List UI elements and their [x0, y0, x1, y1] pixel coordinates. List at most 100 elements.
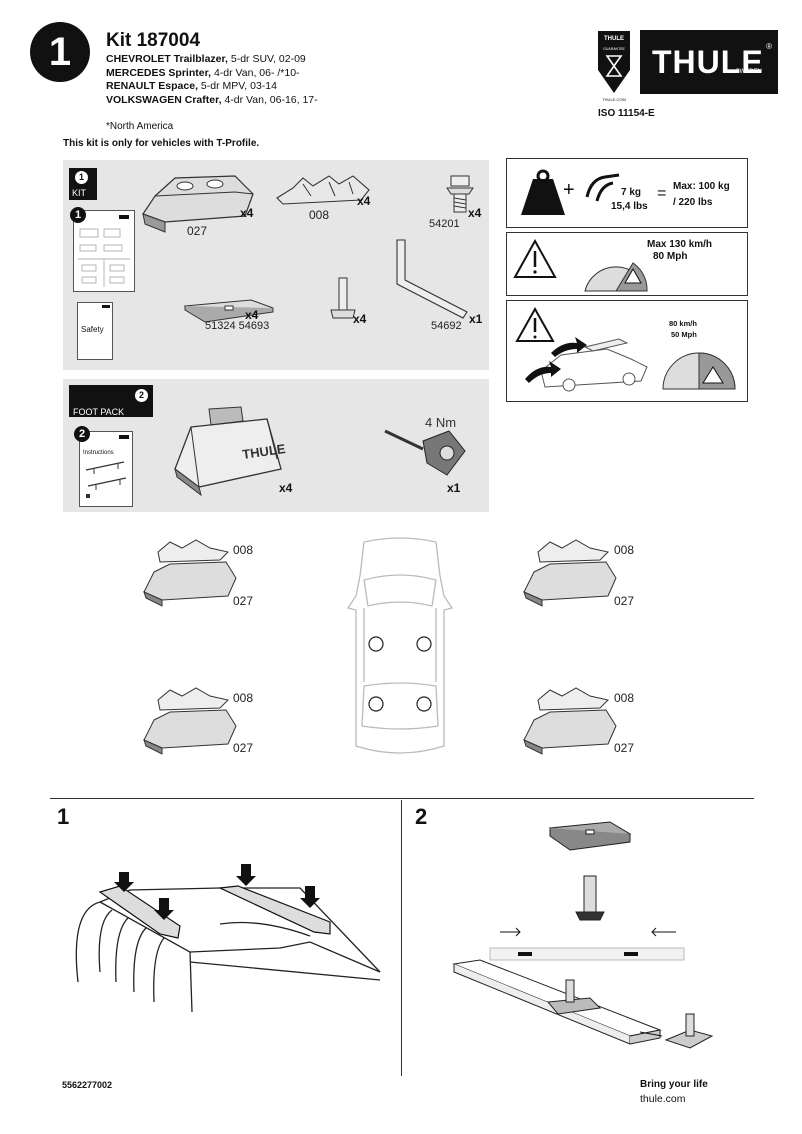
kit-panel: 1 KIT 1 Safety x4 027 x4: [63, 160, 489, 370]
part-qty: x4: [245, 308, 259, 322]
part-qty: x4: [353, 312, 367, 326]
thule-logo-text: THULE: [652, 44, 764, 80]
iso-standard: ISO 11154-E: [598, 108, 655, 119]
step-vertical-divider: [401, 800, 402, 1076]
booklet-number: 2: [74, 426, 90, 442]
allen-key-54692-icon: [396, 239, 468, 319]
key-qty: x1: [447, 481, 461, 495]
foot-027-icon: [142, 175, 254, 233]
foot-qty: x4: [279, 481, 293, 495]
torque-key-icon: [384, 429, 466, 476]
part-qty: x4: [468, 206, 482, 220]
kit-tag: 1 KIT: [69, 168, 97, 200]
warning-triangle-icon: [513, 238, 557, 278]
weight-kg: 7 kg: [621, 187, 642, 198]
step-1-number: 1: [57, 804, 70, 829]
doc-code: 5562277002: [62, 1080, 113, 1090]
thule-logo: THULE SWEDEN ®: [640, 30, 778, 94]
max-load-lbs: / 220 lbs: [673, 197, 713, 208]
footnote: *North America: [106, 121, 174, 132]
booklet-number: 1: [70, 207, 86, 223]
placement-label: 008: [614, 543, 635, 557]
step-2-number: 2: [415, 804, 428, 829]
car-top-view-icon: [346, 537, 454, 754]
safety-booklet: Safety: [77, 302, 113, 360]
registered-icon: ®: [766, 42, 772, 51]
guarantee-mid: GUARANTEE: [603, 47, 625, 51]
plate-51324-icon: [183, 299, 274, 323]
roof-bars-icon: [585, 173, 620, 202]
t-bolt-icon: [330, 277, 356, 319]
clamp-008-icon: [276, 175, 370, 205]
loaded-speed-mph: 50 Mph: [671, 330, 697, 339]
vehicle-list: CHEVROLET Trailblazer, 5-dr SUV, 02-09 M…: [106, 53, 318, 107]
placement-label: 027: [614, 741, 635, 755]
step2-t-track-illustration: [452, 821, 714, 1049]
speedometer-icon: [584, 262, 648, 292]
car-with-load-icon: [525, 337, 648, 392]
equals-icon: =: [657, 185, 667, 202]
part-qty: x1: [469, 312, 483, 326]
weight-icon: [521, 169, 565, 215]
loaded-speed-kmh: 80 km/h: [669, 319, 697, 328]
weight-lbs: 15,4 lbs: [611, 201, 648, 212]
foot-pack-tag-number: 2: [135, 389, 148, 402]
placement-label: 008: [233, 691, 254, 705]
placement-label: 008: [614, 691, 635, 705]
instructions-label: Instructions: [83, 450, 114, 456]
foot-assembly-front-left-icon: [143, 539, 237, 607]
torque-value: 4 Nm: [425, 415, 457, 430]
step1-roof-rails-illustration: [75, 864, 381, 1013]
max-load: Max: 100 kg: [673, 181, 730, 192]
guarantee-badge: THULE GUARANTEE THULE.COM: [597, 30, 631, 102]
foot-pack-tag-label: FOOT PACK: [73, 407, 125, 417]
vehicle-line: CHEVROLET Trailblazer, 5-dr SUV, 02-09: [106, 53, 306, 65]
placement-label: 027: [233, 594, 254, 608]
placement-label: 027: [614, 594, 635, 608]
tagline: Bring your life: [640, 1079, 708, 1090]
foot-assembly-rear-right-icon: [523, 687, 617, 755]
plus-icon: +: [563, 179, 575, 201]
page-number-badge: 1: [30, 22, 90, 82]
speed-warning: Max 130 km/h 80 Mph: [506, 232, 748, 296]
part-number: 008: [309, 208, 330, 222]
foot-assembly-front-right-icon: [523, 539, 617, 607]
speedometer-low-icon: [662, 352, 736, 390]
foot-assembly-rear-left-icon: [143, 687, 237, 755]
kit-title: Kit 187004: [106, 30, 201, 51]
part-qty: x4: [240, 206, 254, 220]
speed-max: Max 130 km/h: [647, 239, 713, 250]
screw-54201-icon: [446, 175, 474, 213]
foot-pack-tag: 2 FOOT PACK: [69, 385, 153, 417]
step-divider: [50, 798, 754, 799]
foot-brand-text: THULE: [241, 441, 286, 462]
placement-label: 008: [233, 543, 254, 557]
warning-triangle-icon: [515, 306, 555, 342]
guarantee-url: THULE.COM: [602, 97, 626, 102]
part-number: 54201: [429, 218, 460, 230]
tprofile-note: This kit is only for vehicles with T-Pro…: [63, 138, 260, 149]
vehicle-line: RENAULT Espace, 5-dr MPV, 03-14: [106, 80, 277, 92]
vehicle-line: MERCEDES Sprinter, 4-dr Van, 06- /*10-: [106, 66, 300, 79]
safety-label: Safety: [81, 325, 104, 334]
foot-pack-booklet: 2 Instructions: [74, 426, 133, 507]
part-qty: x4: [357, 194, 371, 208]
kit-tag-label: KIT: [72, 188, 87, 198]
website-link[interactable]: thule.com: [640, 1093, 686, 1105]
roof-bar-diagram-icon: [85, 461, 127, 498]
part-number: 027: [187, 224, 208, 238]
placement-label: 027: [233, 741, 254, 755]
foot-pack-panel: 2 FOOT PACK 2 Instructions THULE x4 4 Nm…: [63, 379, 489, 512]
kit-booklet: 1: [70, 207, 135, 292]
part-number: 54692: [431, 320, 462, 332]
guarantee-top: THULE: [604, 36, 624, 42]
guarantee-shield-icon: THULE GUARANTEE: [598, 31, 630, 93]
kit-tag-number: 1: [75, 171, 88, 184]
thule-logo-sub: SWEDEN: [735, 69, 762, 75]
load-warning: + 7 kg 15,4 lbs = Max: 100 kg / 220 lbs: [506, 158, 748, 228]
vehicle-line: VOLKSWAGEN Crafter, 4-dr Van, 06-16, 17-: [106, 93, 318, 106]
foot-evo-icon: THULE: [174, 406, 287, 497]
speed-mph: 80 Mph: [653, 251, 688, 262]
part-number: 51324 54693: [205, 320, 270, 332]
loaded-speed-warning: 80 km/h 50 Mph: [506, 300, 748, 402]
